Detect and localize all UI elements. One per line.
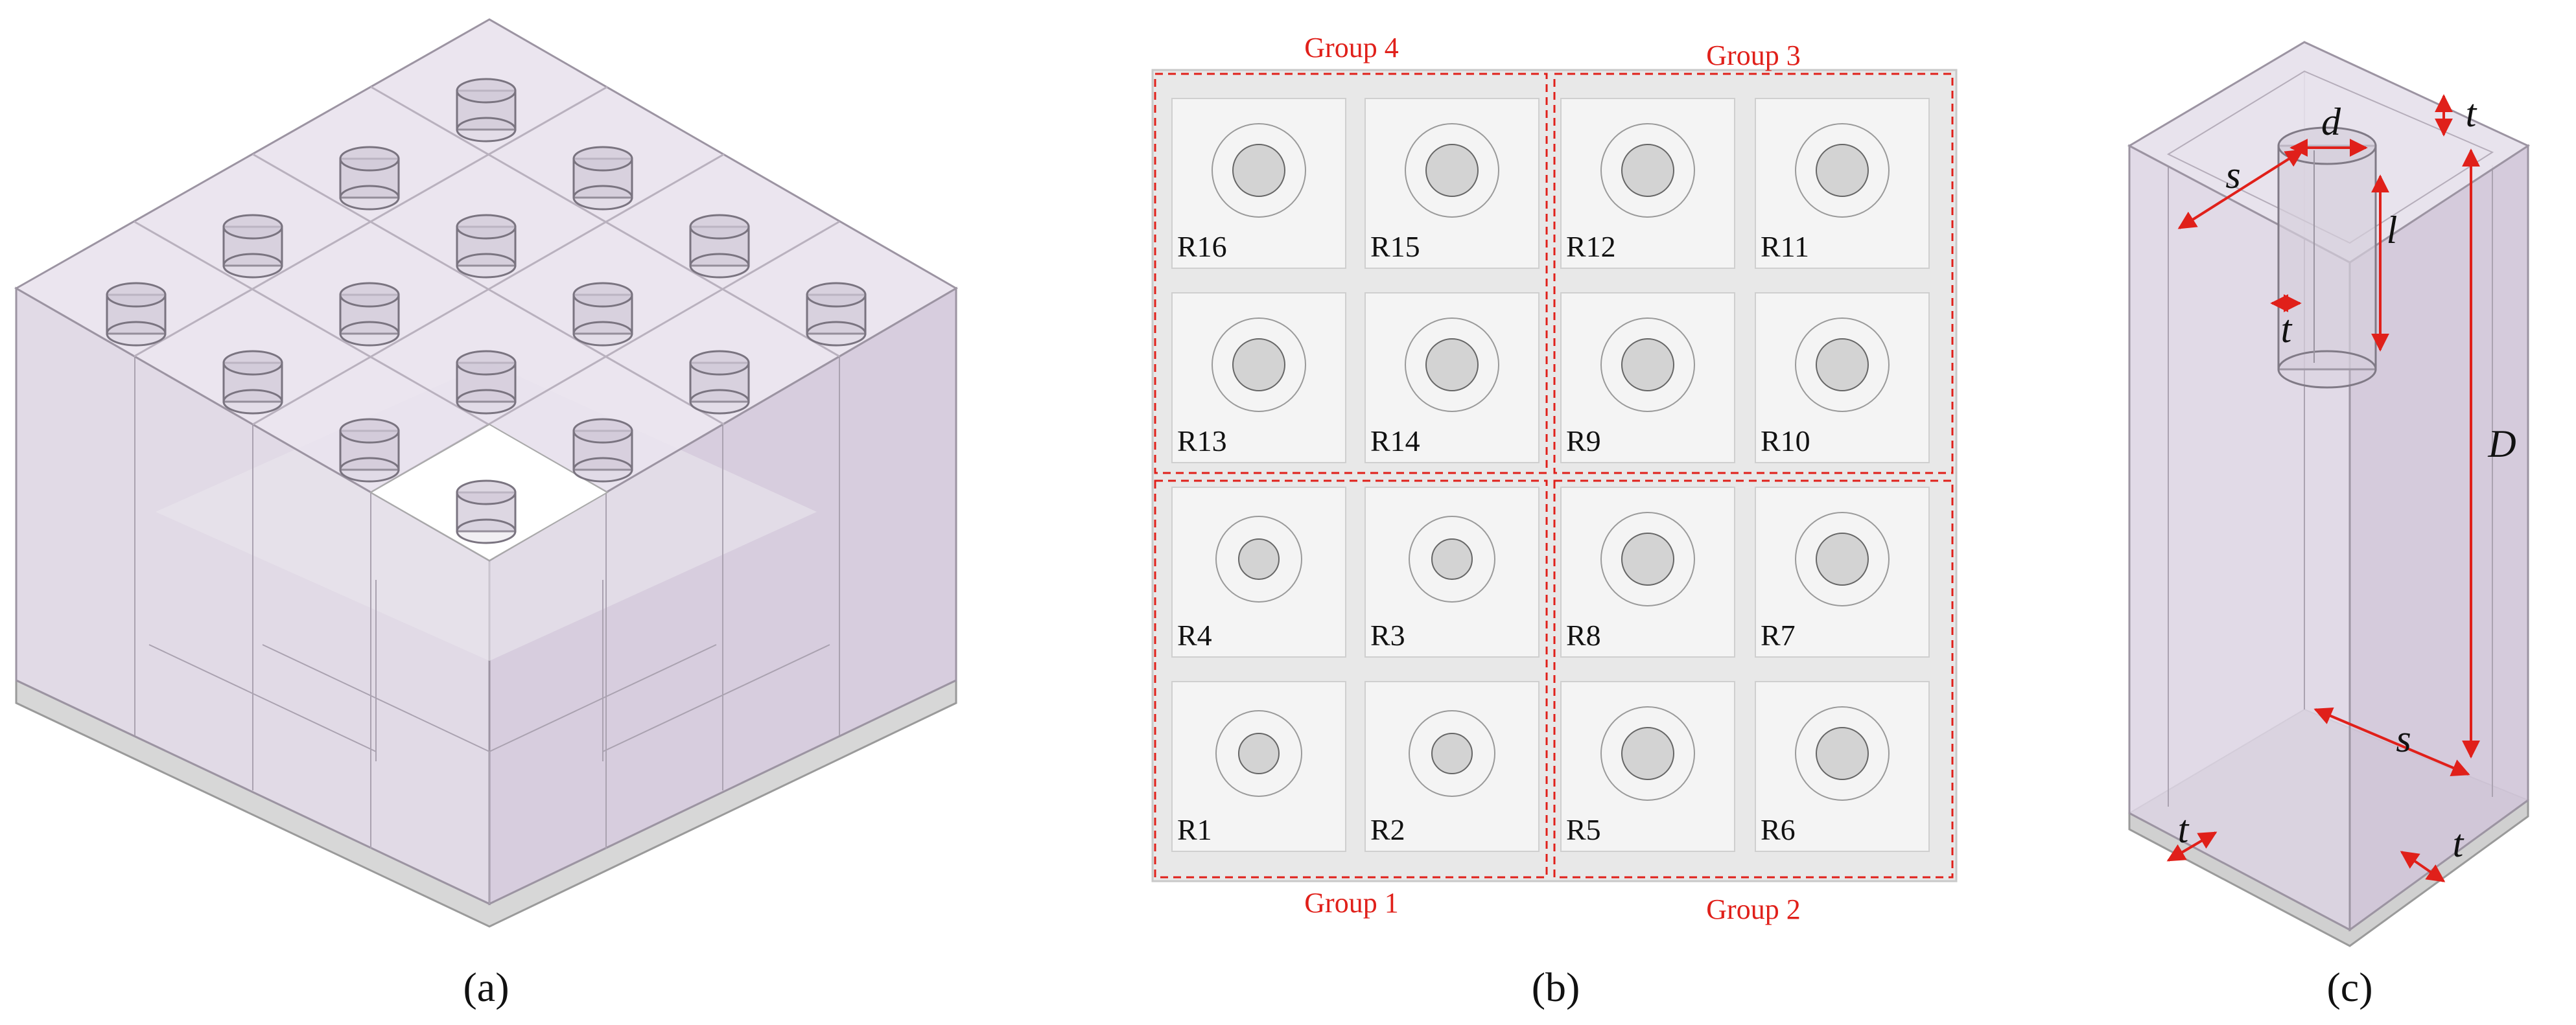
resonator-cell-r16: R16	[1171, 98, 1346, 269]
resonator-cell-r3: R3	[1364, 487, 1540, 658]
post-outer-ring	[1212, 317, 1306, 412]
panel-c-single-resonator: s d t l t D s t t (c)	[2127, 41, 2531, 1010]
post-disk	[1232, 338, 1285, 391]
post-outer-ring	[1600, 512, 1695, 606]
resonator-post	[2277, 126, 2377, 389]
resonator-label: R14	[1370, 424, 1420, 457]
post-outer-ring	[1215, 516, 1302, 603]
group-2-outline	[1553, 479, 1954, 879]
dim-t-top: t	[2466, 92, 2477, 135]
post-disk	[1425, 338, 1479, 391]
post-disk	[1238, 733, 1280, 774]
resonator-label: R7	[1761, 619, 1796, 652]
dim-t-wall: t	[2281, 308, 2293, 351]
post-disk	[1621, 144, 1674, 197]
dim-s-bottom: s	[2396, 717, 2411, 760]
resonator-cell-r7: R7	[1755, 487, 1930, 658]
post-outer-ring	[1600, 706, 1695, 801]
dim-s-top: s	[2225, 154, 2240, 196]
dim-l: l	[2387, 209, 2398, 251]
panel-b-caption: (b)	[1532, 964, 1580, 1010]
group-4-outline	[1154, 73, 1548, 474]
post-outer-ring	[1212, 123, 1306, 218]
cylinder-posts	[106, 78, 867, 544]
post-outer-ring	[1795, 512, 1890, 606]
group-4-label: Group 4	[1304, 32, 1398, 63]
group-3-label: Group 3	[1706, 40, 1800, 71]
resonator-cell-r4: R4	[1171, 487, 1346, 658]
resonator-label: R1	[1177, 813, 1212, 846]
post-disk	[1621, 533, 1674, 586]
resonator-label: R15	[1370, 230, 1420, 263]
resonator-label: R8	[1566, 619, 1601, 652]
post-outer-ring	[1409, 516, 1495, 603]
resonator-cell-r6: R6	[1755, 681, 1930, 852]
post-outer-ring	[1600, 317, 1695, 412]
post-outer-ring	[1600, 123, 1695, 218]
post-disk	[1816, 144, 1869, 197]
panel-a-caption: (a)	[463, 964, 509, 1010]
resonator-cell-r8: R8	[1560, 487, 1735, 658]
post-outer-ring	[1409, 710, 1495, 797]
post-disk	[1431, 733, 1473, 774]
resonator-label: R6	[1761, 813, 1796, 846]
post-disk	[1816, 533, 1869, 586]
post-disk	[1816, 727, 1869, 780]
resonator-cell-r1: R1	[1171, 681, 1346, 852]
resonator-label: R4	[1177, 619, 1212, 652]
resonator-cell-r14: R14	[1364, 292, 1540, 463]
group-1-outline	[1154, 479, 1548, 879]
post-disk	[1232, 144, 1285, 197]
post-outer-ring	[1795, 317, 1890, 412]
post-disk	[1621, 727, 1674, 780]
cell-face	[1560, 487, 1735, 658]
post-disk	[1238, 538, 1280, 580]
resonator-cell-r5: R5	[1560, 681, 1735, 852]
resonator-cell-r15: R15	[1364, 98, 1540, 269]
group-2-label: Group 2	[1706, 893, 1800, 925]
post-disk	[1816, 338, 1869, 391]
group-3-outline	[1553, 73, 1954, 474]
resonator-label: R9	[1566, 424, 1601, 457]
post-disk	[1621, 338, 1674, 391]
resonator-label: R5	[1566, 813, 1601, 846]
post-outer-ring	[1795, 706, 1890, 801]
dim-D: D	[2487, 422, 2516, 465]
resonator-label: R10	[1761, 424, 1810, 457]
cell-face	[1364, 98, 1540, 269]
resonator-label: R3	[1370, 619, 1405, 652]
resonator-label: R2	[1370, 813, 1405, 846]
resonator-cell-r10: R10	[1755, 292, 1930, 463]
dim-d: d	[2321, 100, 2341, 143]
resonator-label: R16	[1177, 230, 1227, 263]
post-outer-ring	[1215, 710, 1302, 797]
resonator-label: R13	[1177, 424, 1227, 457]
panel-c-caption: (c)	[2326, 964, 2372, 1010]
resonator-cell-r13: R13	[1171, 292, 1346, 463]
post-disk	[1425, 144, 1479, 197]
resonator-label: R12	[1566, 230, 1616, 263]
dim-t-bottom-right: t	[2453, 822, 2465, 865]
panel-a-isometric-block: (a)	[14, 18, 958, 1010]
post-outer-ring	[1405, 317, 1499, 412]
resonator-cell-r11: R11	[1755, 98, 1930, 269]
resonator-label: R11	[1761, 230, 1809, 263]
resonator-cell-r9: R9	[1560, 292, 1735, 463]
resonator-cell-r12: R12	[1560, 98, 1735, 269]
resonator-cell-r2: R2	[1364, 681, 1540, 852]
post-outer-ring	[1795, 123, 1890, 218]
post-outer-ring	[1405, 123, 1499, 218]
group-1-label: Group 1	[1304, 887, 1398, 919]
dim-t-bottom-left: t	[2178, 808, 2190, 851]
post-disk	[1431, 538, 1473, 580]
